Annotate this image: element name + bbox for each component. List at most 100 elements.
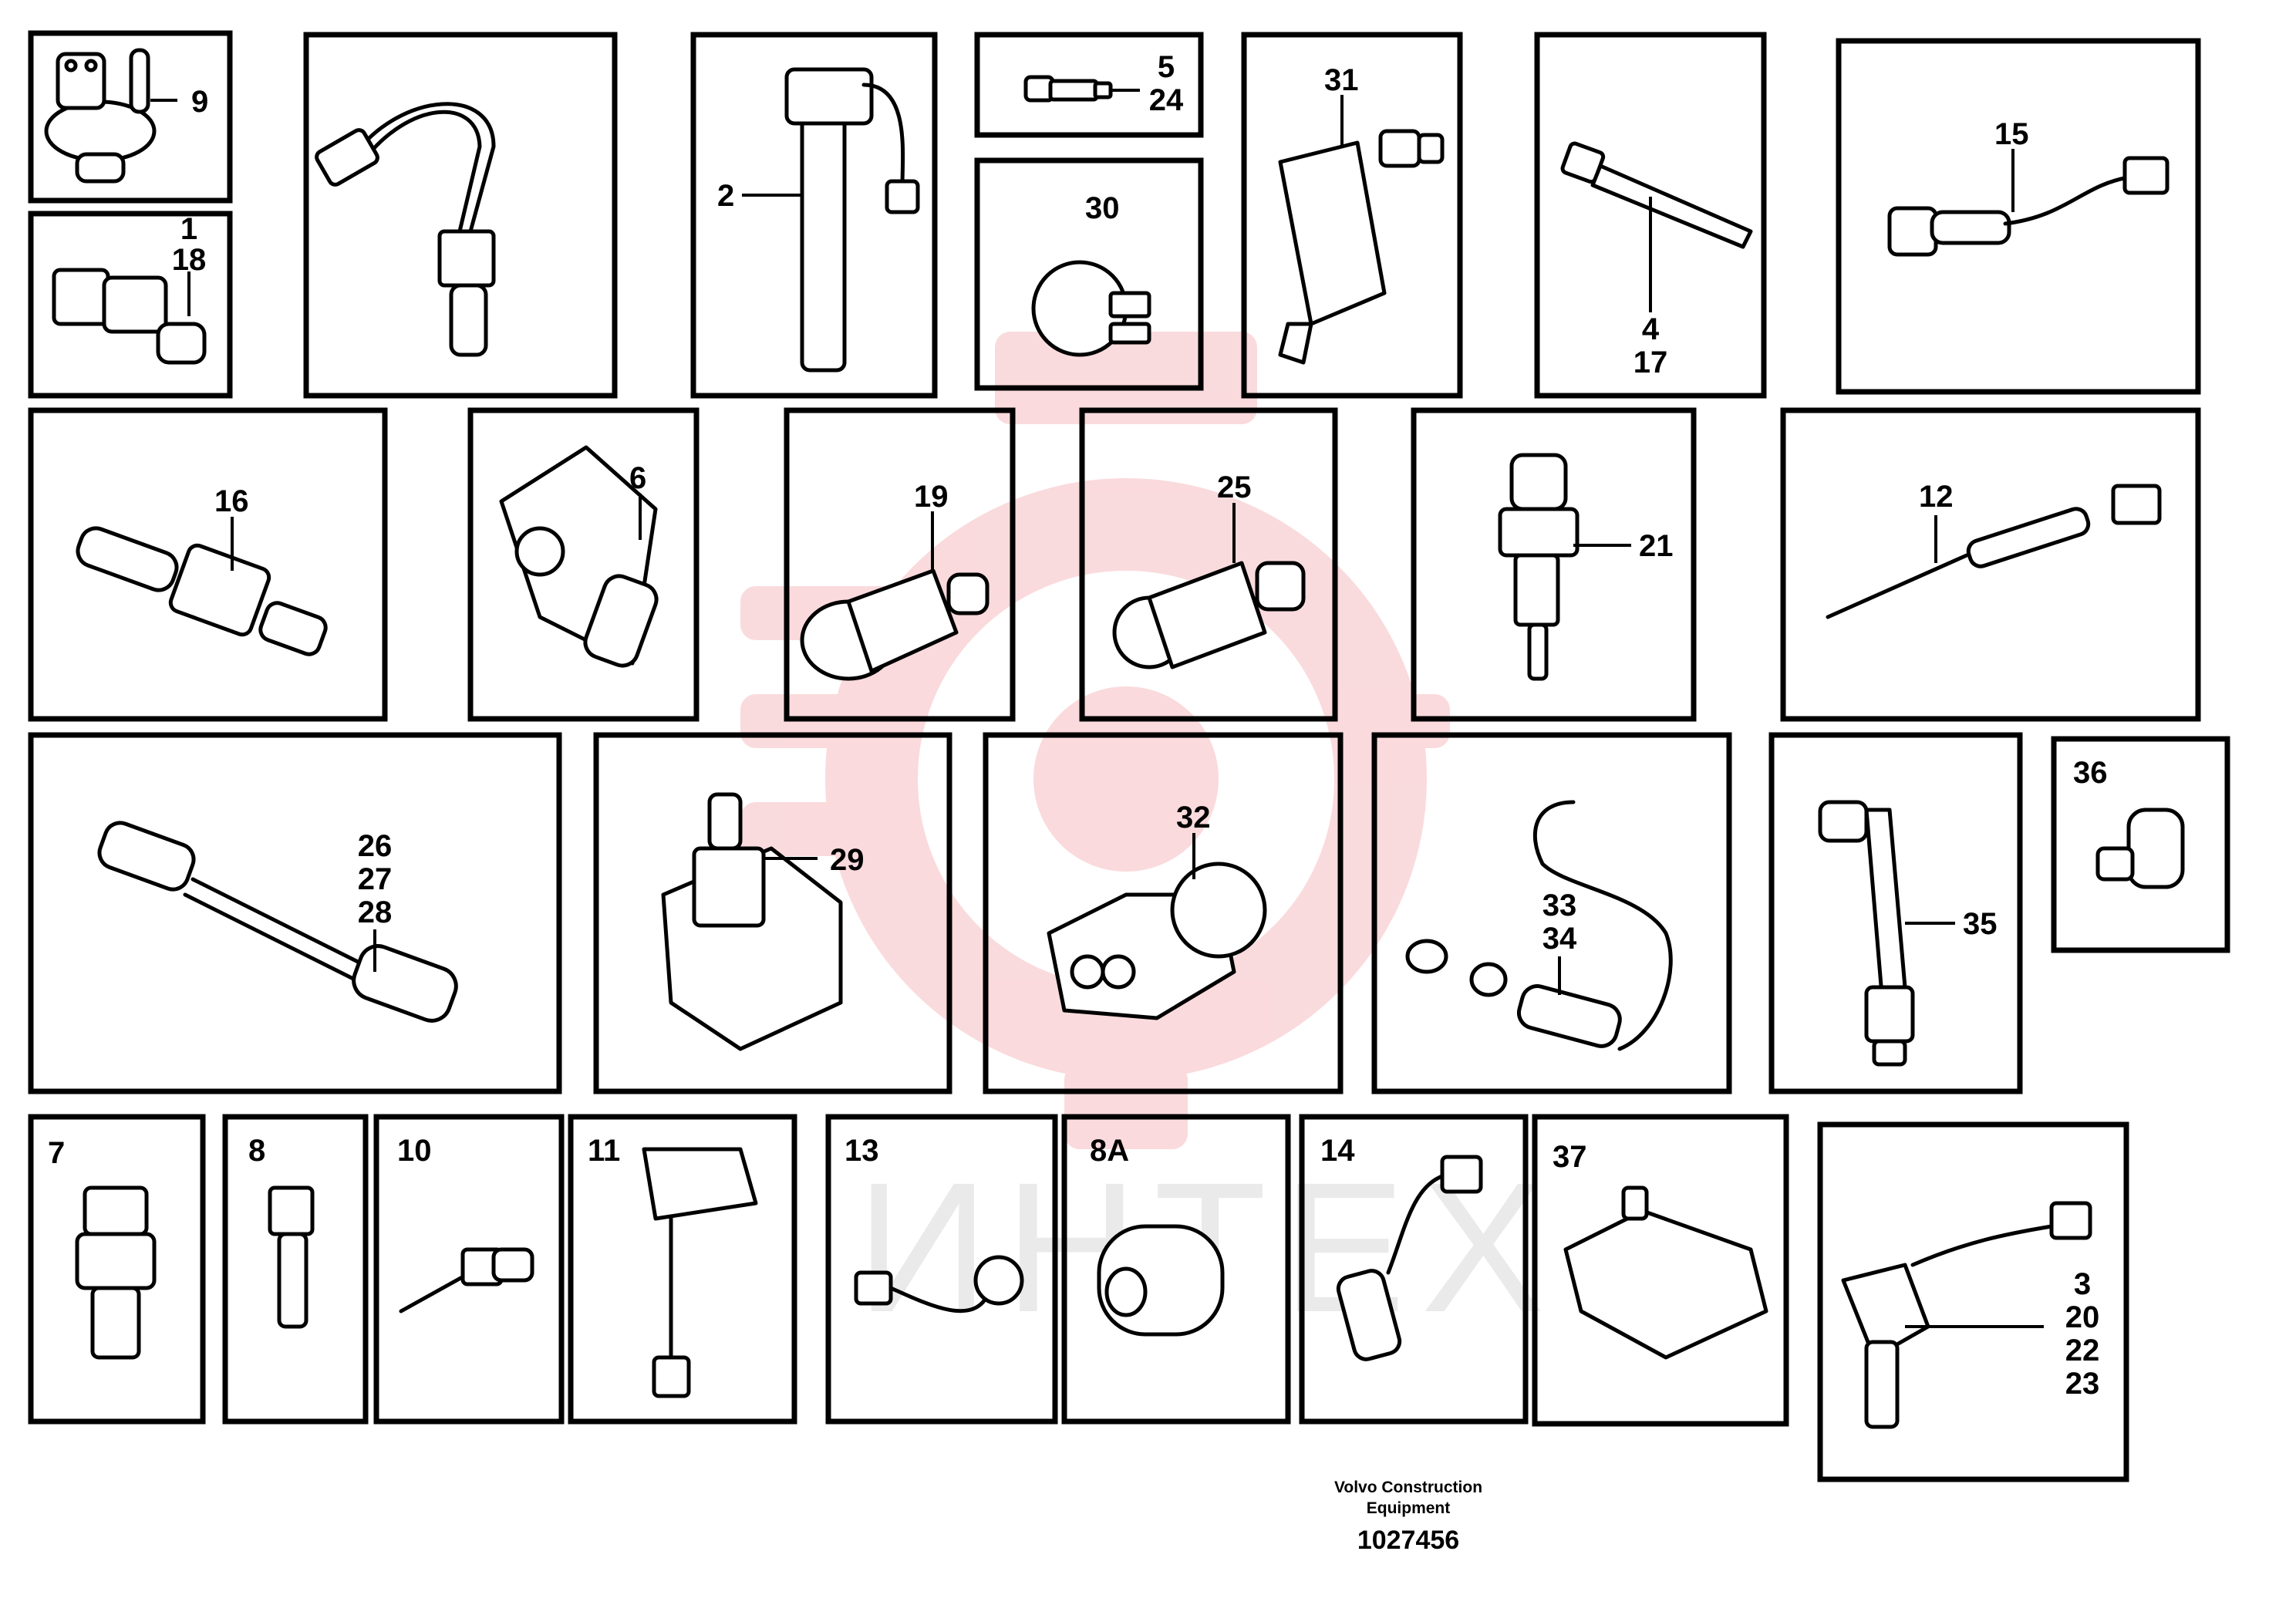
callout-16: 16 (214, 484, 249, 518)
part-37-sensor (1563, 1185, 1768, 1360)
part-hose-sensor (315, 102, 496, 357)
panel-29 (593, 732, 952, 1094)
panel-3-20-22-23 (1817, 1121, 2129, 1482)
callout-8a: 8A (1090, 1134, 1129, 1168)
part-8-sensor (268, 1185, 315, 1329)
callout-37: 37 (1553, 1140, 1587, 1174)
part-30-switch (1031, 260, 1151, 357)
part-13-sensor (854, 1255, 1024, 1313)
panel-32 (983, 732, 1344, 1094)
callout-30: 30 (1085, 191, 1120, 225)
panel-1-18 (28, 211, 233, 399)
part-29-solenoid (661, 792, 843, 1051)
company-name-line1: Volvo Construction (1334, 1479, 1482, 1496)
callout-7: 7 (48, 1136, 65, 1170)
part-16-sensor (76, 526, 328, 656)
panel-10 (373, 1114, 565, 1425)
panel-14 (1299, 1114, 1529, 1425)
part-11-sensor (642, 1147, 758, 1398)
callout-29: 29 (830, 843, 865, 877)
panel-11 (568, 1114, 797, 1425)
panel-6 (467, 407, 700, 722)
panel-31 (1241, 32, 1463, 399)
part-12-sensor (1826, 484, 2162, 619)
panel-33-34 (1371, 732, 1732, 1094)
panel-9 (28, 30, 233, 204)
callout-10: 10 (397, 1134, 432, 1168)
panel-8 (222, 1114, 369, 1425)
part-9-pressure-switch (44, 48, 157, 184)
parts (44, 48, 2185, 1429)
callout-11: 11 (588, 1134, 620, 1168)
part-25-sensor (1112, 561, 1306, 669)
panel-13 (825, 1114, 1058, 1425)
part-6-position-sensor (499, 445, 659, 668)
drawing-number: 1027456 (1357, 1526, 1459, 1555)
panel-4-17 (1534, 32, 1767, 399)
panel-8a (1061, 1114, 1291, 1425)
panel-12 (1780, 407, 2201, 722)
panel-30 (974, 157, 1204, 391)
part-4-sender (1560, 141, 1753, 249)
callout-36: 36 (2073, 756, 2108, 790)
company-name-line2: Equipment (1367, 1499, 1451, 1517)
callout-21: 21 (1639, 529, 1674, 563)
part-5-sensor (1023, 75, 1113, 103)
part-2-level-sender (784, 67, 920, 373)
callout-8: 8 (248, 1134, 265, 1168)
callout-2: 2 (717, 179, 734, 213)
callout-9: 9 (191, 85, 208, 119)
part-7-switch (75, 1185, 157, 1360)
part-15-sensor (1887, 156, 2170, 257)
callout-35: 35 (1963, 907, 1998, 941)
panel-2 (690, 32, 938, 399)
part-1-switch (52, 268, 207, 365)
part-26-sensor (97, 821, 458, 1023)
part-33-speed-sensor (1405, 800, 1673, 1051)
part-8a-sensor (1097, 1224, 1225, 1337)
callout-19: 19 (914, 480, 949, 514)
panel-25 (1079, 407, 1338, 722)
watermark-logo (740, 332, 1450, 1149)
callout-6: 6 (629, 461, 646, 495)
part-35-sensor (1818, 800, 1915, 1067)
part-32-sensor (1047, 862, 1267, 1020)
panel-hose-sensor (303, 32, 618, 399)
part-14-sensor (1336, 1155, 1483, 1361)
panel-35 (1768, 732, 2023, 1094)
panel-15 (1836, 38, 2201, 395)
part-21-sender (1498, 453, 1580, 681)
part-31-switch (1278, 129, 1445, 365)
callout-15: 15 (1994, 117, 2029, 151)
part-19-sensor (800, 568, 990, 681)
panel-5-24 (974, 32, 1204, 138)
panel-19 (784, 407, 1016, 722)
part-3-sensor (1841, 1201, 2092, 1429)
leader-lines (150, 89, 2044, 1328)
panel-16 (28, 407, 388, 722)
watermark: ИНТЕХ (740, 332, 1545, 1351)
callout-25: 25 (1217, 470, 1252, 504)
panel-21 (1411, 407, 1697, 722)
callout-31: 31 (1324, 63, 1359, 97)
panel-26-27-28 (28, 732, 562, 1094)
part-10-sensor (399, 1247, 534, 1313)
callout-12: 12 (1919, 480, 1954, 514)
panel-36 (2051, 736, 2230, 953)
panel-7 (28, 1114, 206, 1425)
panel-frames (28, 30, 2230, 1482)
panel-37 (1532, 1114, 1789, 1427)
callout-13: 13 (845, 1134, 879, 1168)
callout-14: 14 (1320, 1134, 1355, 1168)
footer: Volvo Construction Equipment 1027456 (1334, 1479, 1482, 1555)
part-36-sensor (2095, 808, 2185, 889)
callout-32: 32 (1176, 801, 1211, 835)
